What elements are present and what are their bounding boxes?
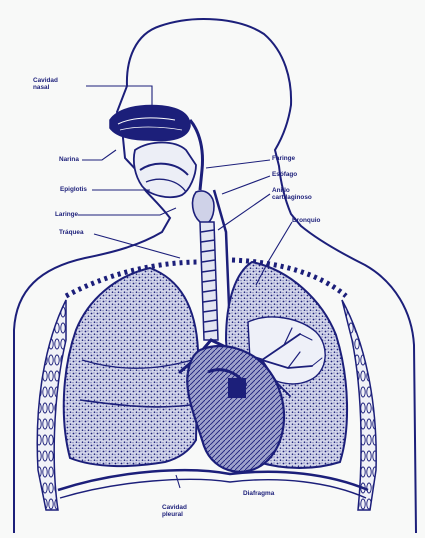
label-cavidad-nasal: Cavidad nasal <box>33 78 58 91</box>
nasal-cavity <box>110 106 190 141</box>
larynx <box>193 191 214 224</box>
label-diafragma: Diafragma <box>243 491 274 498</box>
label-laringe: Laringe <box>55 212 78 219</box>
label-esofago: Esófago <box>272 172 297 179</box>
left-lung <box>64 268 198 466</box>
oral-cavity <box>134 143 196 198</box>
rib-cage-left <box>37 300 66 510</box>
label-bronquio: Bronquio <box>292 218 320 225</box>
label-faringe: Faringe <box>272 156 295 163</box>
label-narina: Narina <box>59 157 79 164</box>
label-traquea: Tráquea <box>59 230 84 237</box>
label-anillo-cartilaginoso: Anillo cartilaginoso <box>272 188 312 201</box>
trachea <box>200 222 218 340</box>
label-cavidad-pleural: Cavidad pleural <box>162 505 187 518</box>
label-epiglotis: Epiglotis <box>60 187 87 194</box>
